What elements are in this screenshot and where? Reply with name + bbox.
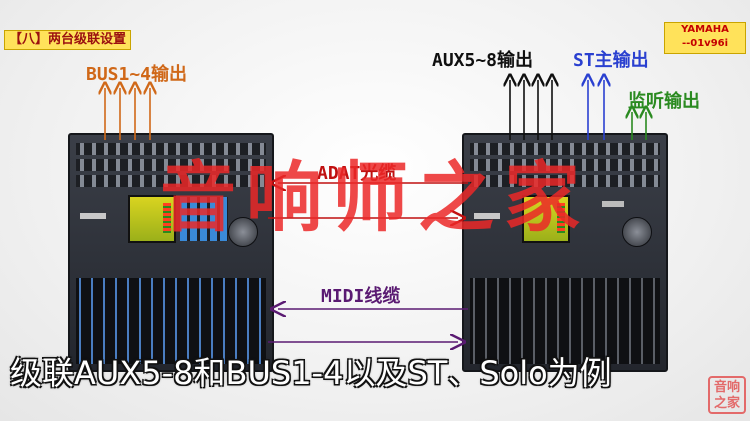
model-plate (602, 201, 624, 207)
st-output-label: ST主输出 (573, 50, 649, 71)
knob-row (470, 143, 660, 155)
aux-output-arrows (510, 80, 552, 140)
seal-line-2: 之家 (713, 396, 740, 411)
midi-cable-label: MIDI线缆 (321, 286, 401, 307)
section-title-badge: 【八】两台级联设置 (4, 30, 132, 50)
fader-bank (76, 278, 266, 364)
fader-bank (470, 278, 660, 364)
mixer-left (68, 133, 274, 372)
brand-name: YAMAHA (681, 24, 729, 35)
knob-row (470, 175, 660, 187)
seal-line-1: 音响 (713, 380, 740, 395)
function-keys (180, 197, 228, 241)
knob-row (76, 143, 266, 155)
knob-row (470, 159, 660, 171)
mixer-right (462, 133, 668, 372)
knob-row (76, 159, 266, 171)
adat-cable-label: ADAT光缆 (317, 163, 397, 184)
aux-output-label: AUX5~8输出 (432, 50, 534, 71)
model-name: --01v96i (681, 38, 729, 49)
watermark-seal: 音响 之家 (708, 376, 746, 414)
yamaha-logo (474, 213, 500, 219)
st-output-arrows (588, 80, 604, 140)
monitor-output-label: 监听输出 (628, 91, 700, 112)
model-badge: YAMAHA --01v96i (664, 22, 746, 54)
data-wheel (622, 217, 652, 247)
data-wheel (228, 217, 258, 247)
knob-row (76, 175, 266, 187)
monitor-output-arrows (632, 112, 646, 140)
subtitle-caption: 级联AUX5-8和BUS1-4以及ST、Solo为例 (10, 354, 612, 392)
adat-cable (268, 183, 468, 218)
midi-cable (268, 309, 468, 342)
lcd-screen (128, 195, 176, 243)
bus-output-label: BUS1~4输出 (86, 64, 188, 85)
yamaha-logo (80, 213, 106, 219)
bus-output-arrows (105, 88, 150, 140)
lcd-screen (522, 195, 570, 243)
